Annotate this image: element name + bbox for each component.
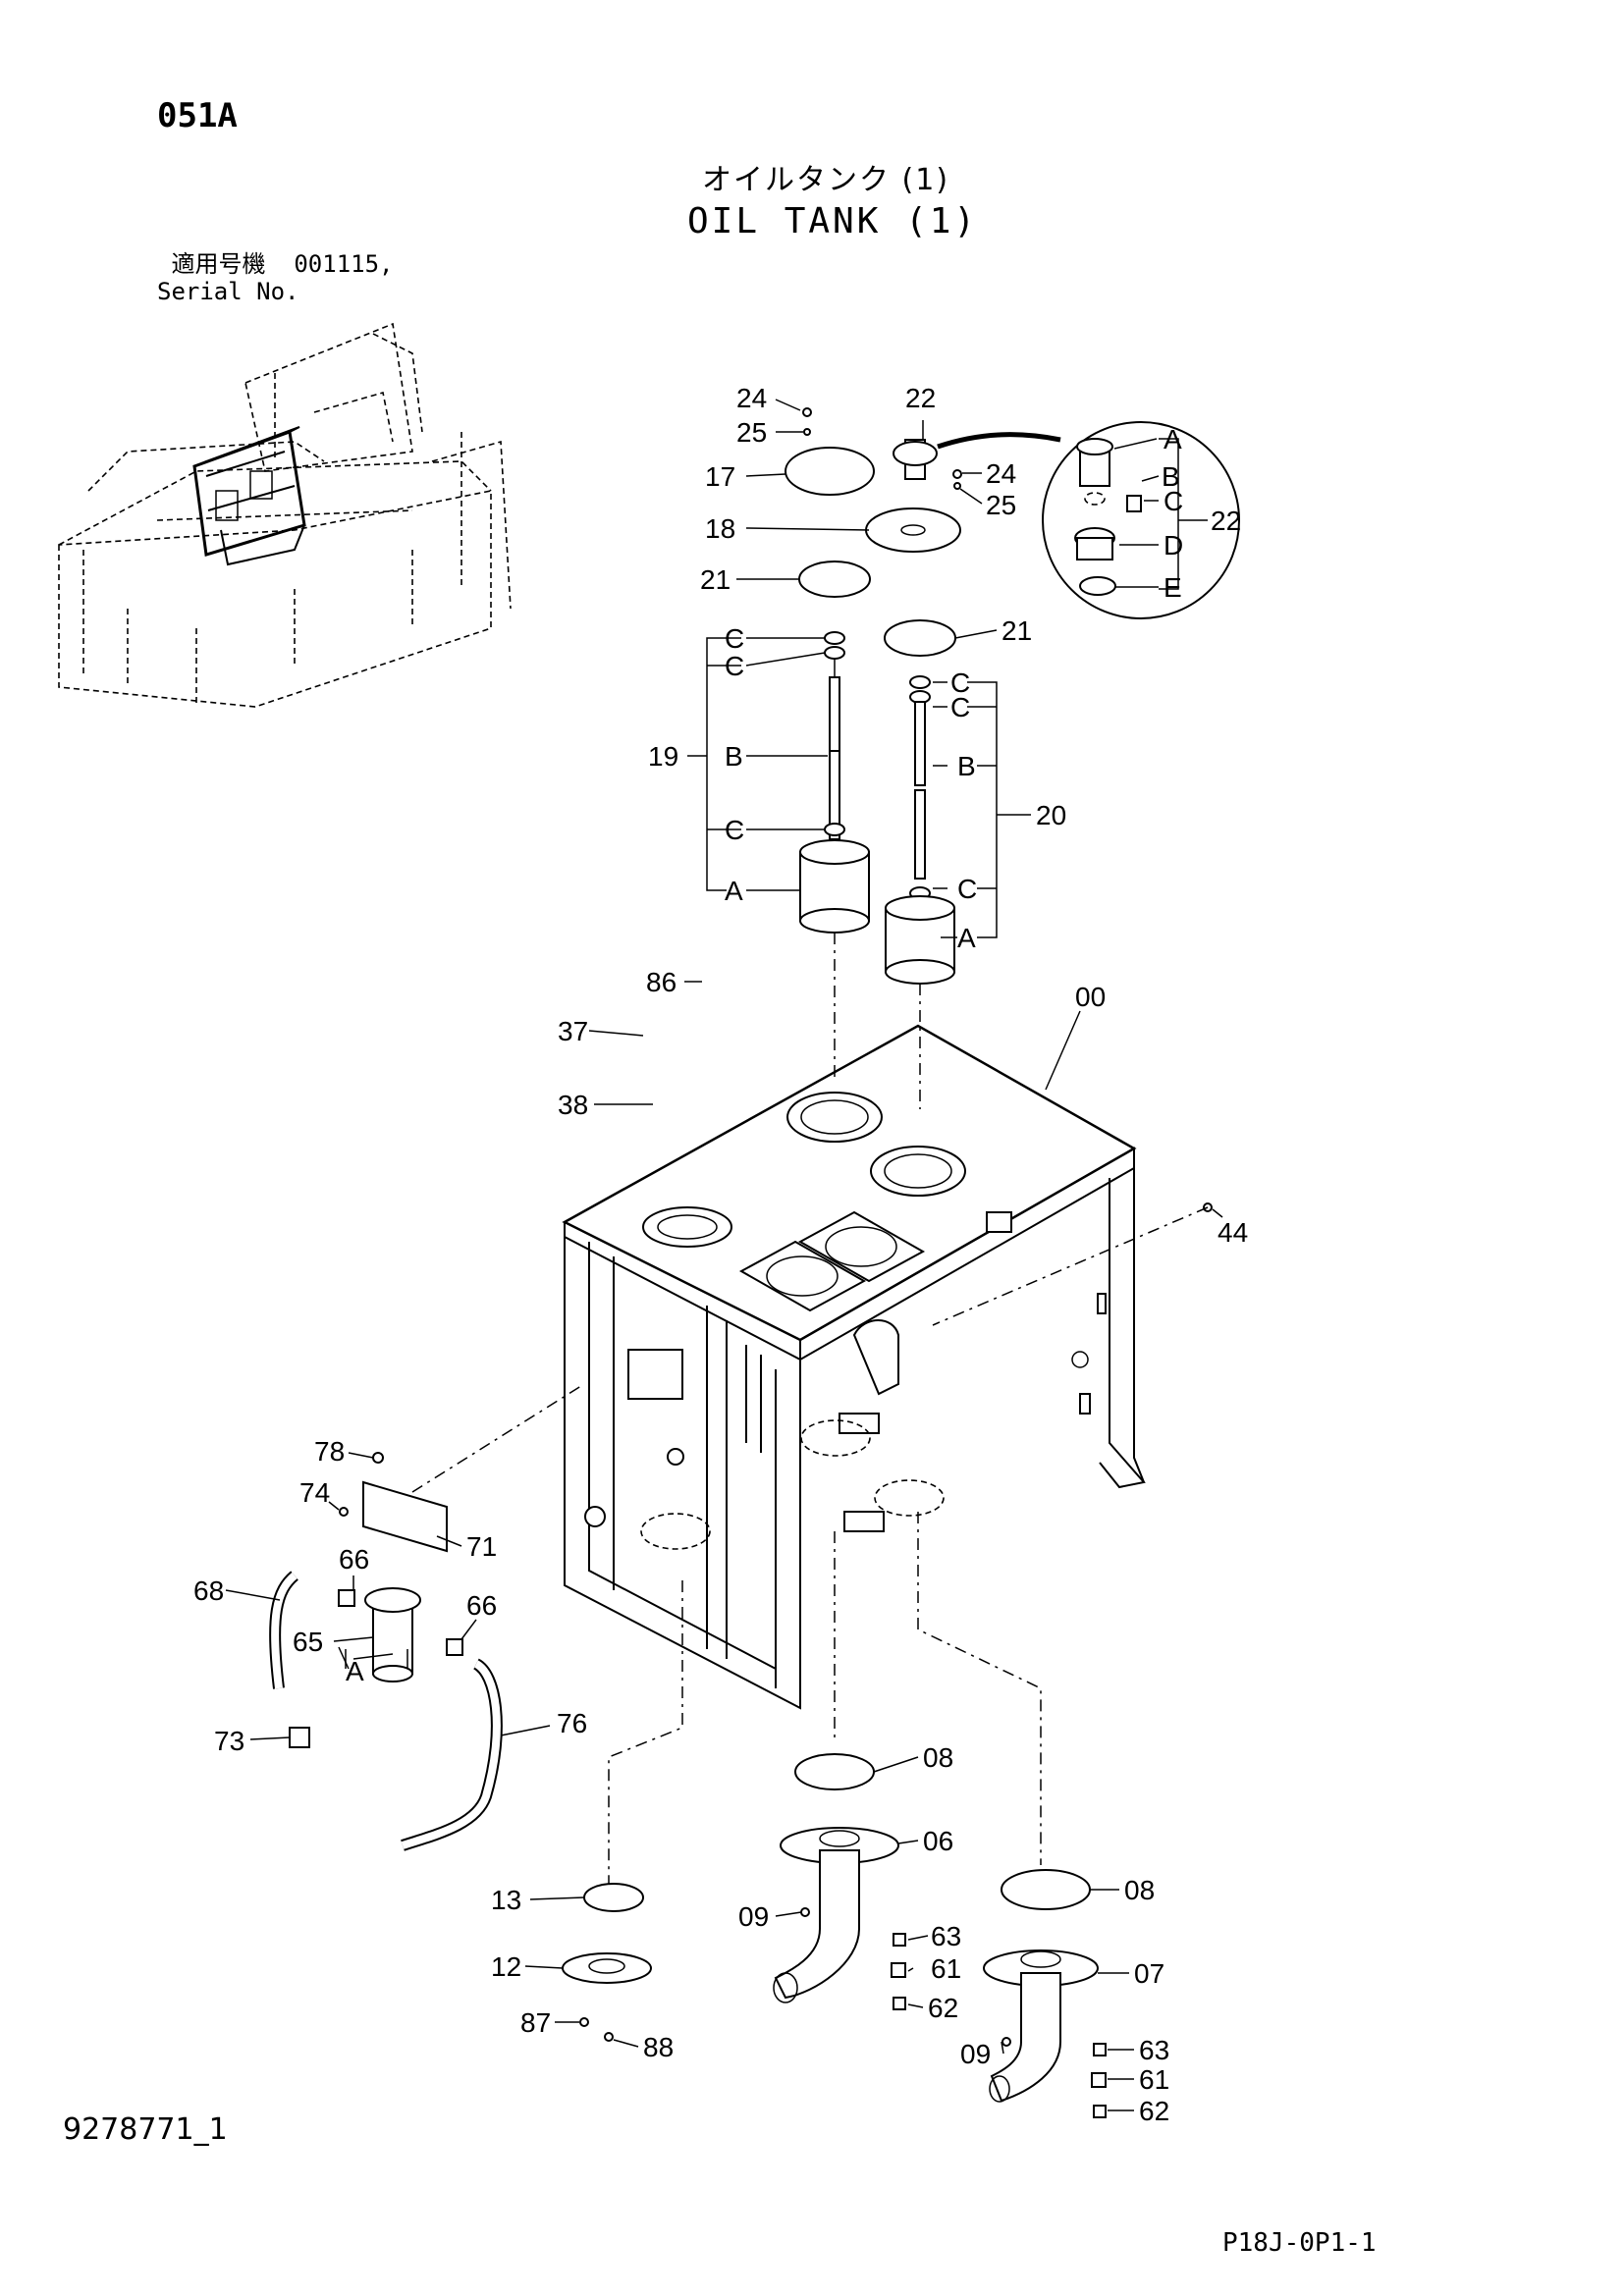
callout-06: 06 bbox=[923, 1826, 953, 1856]
callout-19-b: B bbox=[725, 741, 743, 772]
callout-65: 65 bbox=[293, 1627, 323, 1657]
page-reference: P18J-0P1-1 bbox=[1222, 2228, 1377, 2258]
top-cover-group bbox=[785, 407, 1240, 657]
callout-74: 74 bbox=[299, 1477, 330, 1508]
callout-00: 00 bbox=[1075, 982, 1106, 1012]
callout-62: 62 bbox=[928, 1993, 958, 2023]
callout-38: 38 bbox=[558, 1090, 588, 1120]
callout-20: 20 bbox=[1036, 800, 1066, 830]
callout-20-c: C bbox=[950, 667, 970, 698]
callout-19-c: C bbox=[725, 623, 744, 654]
callout-20-c: C bbox=[950, 692, 970, 722]
plate-18 bbox=[865, 507, 961, 553]
callout-22: 22 bbox=[905, 383, 936, 413]
callout-63: 63 bbox=[931, 1921, 961, 1951]
return-filter-group bbox=[269, 1383, 585, 1851]
callout-68: 68 bbox=[193, 1575, 224, 1606]
leader-lines bbox=[225, 399, 1223, 2111]
callout-13: 13 bbox=[491, 1885, 521, 1915]
callout-19-c: C bbox=[725, 815, 744, 845]
tank-port-37 bbox=[642, 1206, 732, 1248]
title-japanese: オイルタンク (1) bbox=[702, 163, 950, 197]
callout-20-c: C bbox=[957, 874, 977, 904]
callout-25: 25 bbox=[986, 490, 1016, 520]
doc-number: 9278771_1 bbox=[63, 2112, 228, 2147]
callout-66: 66 bbox=[339, 1544, 369, 1575]
drain-flange-12 bbox=[562, 1952, 652, 1984]
bottom-fittings bbox=[562, 1512, 1107, 2118]
callout-08: 08 bbox=[923, 1742, 953, 1773]
callout-22-e: E bbox=[1164, 572, 1182, 603]
o-ring-21-left bbox=[798, 561, 871, 598]
callout-08: 08 bbox=[1124, 1875, 1155, 1905]
callout-22-detail: 22 bbox=[1211, 506, 1241, 536]
strainer-assemblies bbox=[799, 631, 955, 1109]
callout-20-b: B bbox=[957, 751, 976, 781]
callout-73: 73 bbox=[214, 1726, 244, 1756]
callout-22-b: B bbox=[1162, 461, 1180, 492]
serial-label-en: Serial No. bbox=[157, 278, 299, 305]
oil-tank-body bbox=[562, 1024, 1213, 1710]
page-code: 051A bbox=[157, 96, 238, 135]
callout-24: 24 bbox=[986, 458, 1016, 489]
title-english: OIL TANK (1) bbox=[687, 201, 979, 241]
bolt-24 bbox=[802, 407, 812, 417]
callout-88: 88 bbox=[643, 2032, 674, 2062]
callout-22-d: D bbox=[1164, 530, 1183, 561]
callout-labels: 24 25 22 17 24 25 18 21 21 22 A B C D E … bbox=[193, 383, 1248, 2126]
callout-18: 18 bbox=[705, 513, 735, 544]
callout-07: 07 bbox=[1134, 1958, 1164, 1989]
serial-block: 適用号機 001115, Serial No. bbox=[157, 250, 394, 305]
callout-66: 66 bbox=[466, 1590, 497, 1621]
callout-71: 71 bbox=[466, 1531, 497, 1562]
o-ring-08-upper bbox=[794, 1753, 875, 1790]
callout-12: 12 bbox=[491, 1951, 521, 1982]
o-ring-21-right bbox=[884, 619, 956, 657]
callout-62: 62 bbox=[1139, 2096, 1169, 2126]
callout-65-a: A bbox=[346, 1656, 364, 1686]
callout-76: 76 bbox=[557, 1708, 587, 1738]
o-ring-08-lower bbox=[1001, 1869, 1091, 1910]
callout-61: 61 bbox=[931, 1953, 961, 1984]
cover-plate-17 bbox=[785, 447, 875, 496]
callout-19-a: A bbox=[725, 876, 743, 906]
callout-78: 78 bbox=[314, 1436, 345, 1467]
serial-label-jp: 適用号機 bbox=[171, 250, 266, 278]
callout-86: 86 bbox=[646, 967, 677, 997]
serial-value: 001115, bbox=[294, 250, 394, 278]
o-ring-13 bbox=[583, 1883, 644, 1912]
callout-37: 37 bbox=[558, 1016, 588, 1046]
breather-detail-circle bbox=[1042, 421, 1240, 619]
callout-22-a: A bbox=[1164, 424, 1182, 454]
machine-location-sketch bbox=[58, 322, 512, 708]
callout-25: 25 bbox=[736, 417, 767, 448]
bracket-71 bbox=[362, 1480, 448, 1553]
callout-87: 87 bbox=[520, 2007, 551, 2038]
callout-19: 19 bbox=[648, 741, 678, 772]
callout-20-a: A bbox=[957, 923, 976, 953]
serial-row-jp: 適用号機 001115, bbox=[157, 250, 394, 278]
callout-63: 63 bbox=[1139, 2035, 1169, 2065]
callout-22-c: C bbox=[1164, 486, 1183, 516]
callout-09: 09 bbox=[960, 2039, 991, 2069]
callout-19-c: C bbox=[725, 651, 744, 681]
callout-61: 61 bbox=[1139, 2064, 1169, 2095]
callout-44: 44 bbox=[1218, 1217, 1248, 1248]
callout-21: 21 bbox=[700, 564, 731, 595]
callout-09: 09 bbox=[738, 1901, 769, 1932]
callout-17: 17 bbox=[705, 461, 735, 492]
callout-24: 24 bbox=[736, 383, 767, 413]
callout-21: 21 bbox=[1001, 615, 1032, 646]
